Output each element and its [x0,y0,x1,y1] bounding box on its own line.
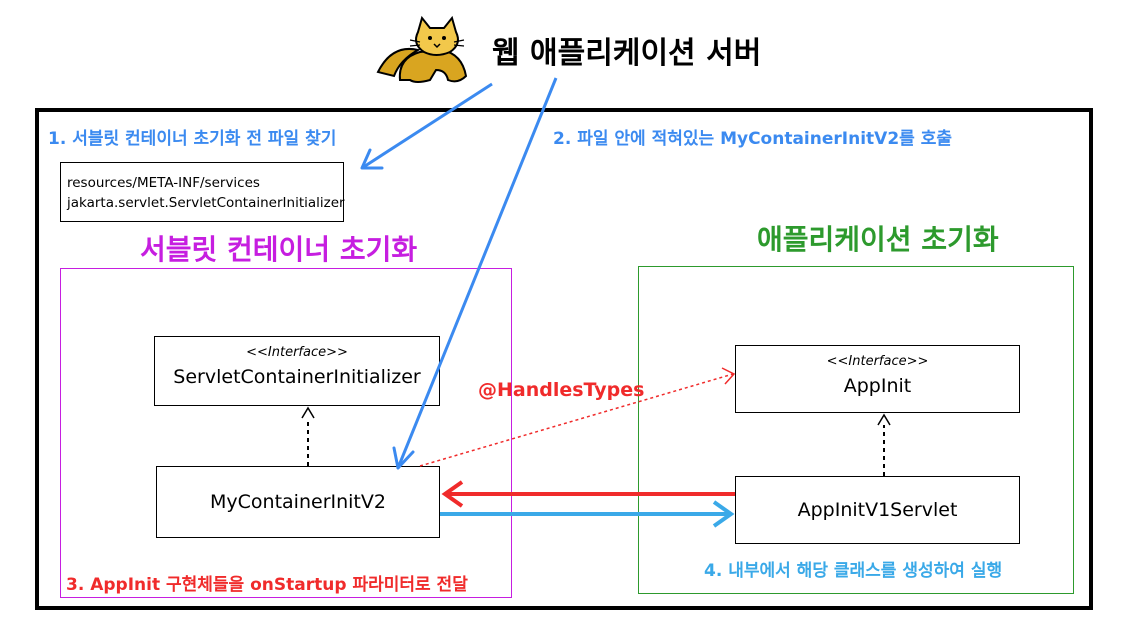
class-name: AppInitV1Servlet [797,499,958,521]
servlet-container-initializer-box: <<Interface>> ServletContainerInitialize… [154,336,440,406]
step-4-label: 4. 내부에서 해당 클래스를 생성하여 실행 [704,561,1003,581]
servlet-container-title: 서블릿 컨테이너 초기화 [140,233,418,266]
interface-stereotype: <<Interface>> [826,354,929,369]
step-3-arrow [441,480,735,508]
interface-stereotype: <<Interface>> [246,345,348,360]
interface-name: ServletContainerInitializer [173,366,421,388]
my-container-init-box: MyContainerInitV2 [156,466,440,538]
page-title: 웹 애플리케이션 서버 [492,36,762,71]
file-name-line: jakarta.servlet.ServletContainerInitiali… [67,195,345,211]
step-1-arrow [360,82,493,170]
app-init-v1-servlet-box: AppInitV1Servlet [735,476,1020,544]
step-2-label: 2. 파일 안에 적혀있는 MyContainerInitV2를 호출 [553,129,952,149]
handles-types-annotation: @HandlesTypes [478,379,645,401]
implements-arrow-right [877,413,891,476]
step-2-arrow [392,77,558,470]
application-frame [638,266,1074,594]
app-init-interface-box: <<Interface>> AppInit [735,345,1020,413]
step-4-arrow [440,500,735,528]
services-file-box: resources/META-INF/services jakarta.serv… [60,162,345,222]
step-3-label: 3. AppInit 구현체들을 onStartup 파라미터로 전달 [66,575,468,595]
tomcat-cat-icon [370,14,474,86]
implements-arrow-left [301,406,315,466]
interface-name: AppInit [843,375,912,397]
file-path-line: resources/META-INF/services [67,175,260,191]
servlet-container-frame [60,268,512,598]
application-init-title: 애플리케이션 초기화 [757,223,999,256]
outer-frame [35,108,1093,610]
step-1-label: 1. 서블릿 컨테이너 초기화 전 파일 찾기 [48,129,337,149]
handles-types-arrow [419,367,736,467]
class-name: MyContainerInitV2 [210,491,386,513]
